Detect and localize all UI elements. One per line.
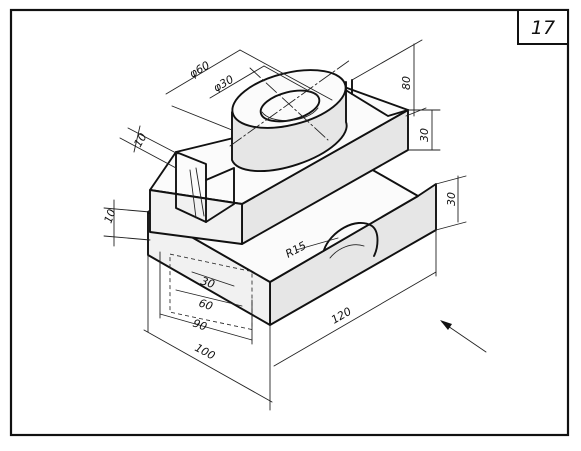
r15-cutout [323, 221, 379, 257]
dim-phi60: φ60 [187, 59, 212, 81]
boss-inner-hole [259, 89, 321, 123]
sheet-number-box: 17 [517, 9, 569, 45]
drawing-frame [9, 8, 570, 437]
dim-60-slot: 60 [197, 296, 214, 313]
dim-120: 120 [329, 305, 354, 327]
dim-80: 80 [400, 76, 413, 90]
slot-face [175, 151, 235, 223]
isometric-part [147, 59, 437, 331]
dim-30-slot: 30 [199, 274, 216, 291]
sheet-number: 17 [531, 17, 555, 39]
dim-90: 90 [191, 317, 209, 334]
dimension-lines [103, 39, 487, 411]
dim-phi30: φ30 [211, 73, 236, 95]
dim-10-left: 10 [102, 207, 119, 225]
dim-10-top: 10 [131, 131, 149, 150]
dim-30-upper: 30 [418, 128, 431, 142]
dim-30-lower: 30 [445, 192, 458, 206]
